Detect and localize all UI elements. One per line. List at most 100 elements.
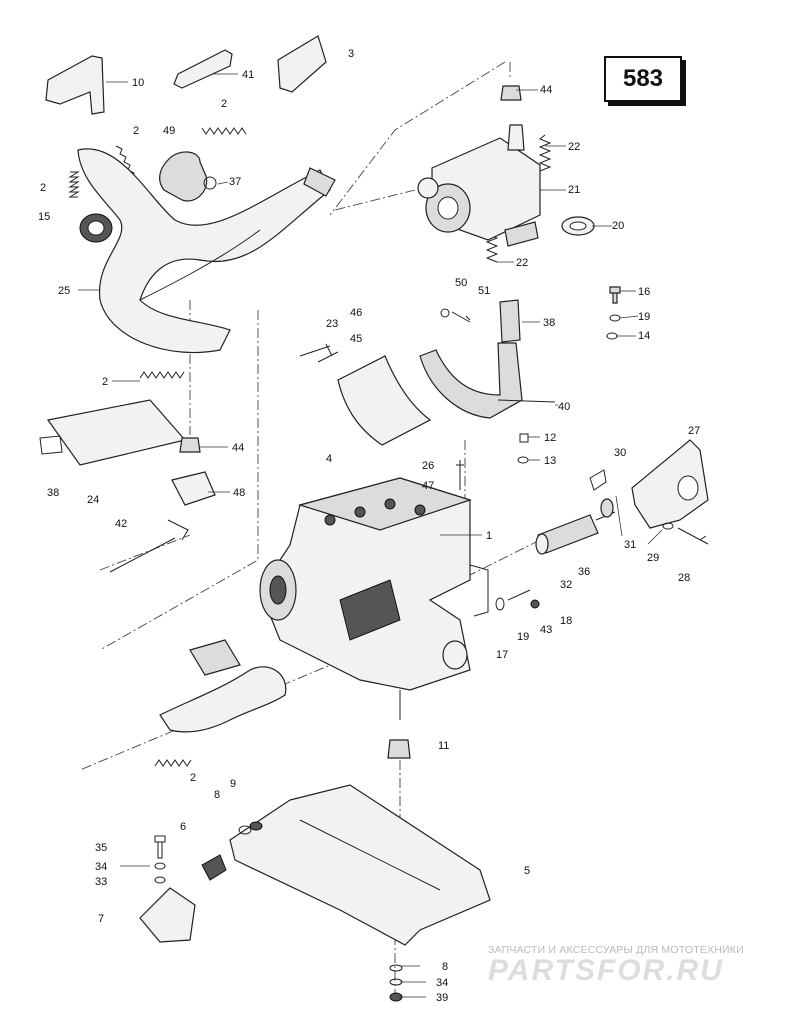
callout-22: 22: [568, 141, 580, 153]
callout-25: 25: [58, 285, 70, 297]
callout-43: 43: [540, 624, 552, 636]
washer-14: [606, 332, 618, 340]
washer-34: [154, 862, 166, 870]
callout-14: 14: [638, 330, 650, 342]
tuned-pipe-25: [77, 148, 331, 354]
clip-23: [299, 343, 339, 363]
nut-19: [609, 314, 621, 322]
stud-42: [109, 537, 176, 573]
grommet-44-top: [500, 85, 522, 101]
rubber-mount-6: [201, 854, 227, 881]
callout-48: 48: [233, 487, 245, 499]
callout-34: 34: [95, 861, 107, 873]
washer-50: [440, 308, 450, 318]
bracket-48: [171, 471, 216, 506]
grommet-11: [387, 739, 411, 759]
callout-42: 42: [115, 518, 127, 530]
watermark-logo: PARTSFOR.RU: [488, 954, 724, 987]
callout-23: 23: [326, 318, 338, 330]
bolt-26: [456, 460, 464, 490]
callout-32: 32: [560, 579, 572, 591]
callout-4: 4: [326, 453, 332, 465]
pipe-outlet: [303, 167, 336, 197]
callout-2: 2: [221, 98, 227, 110]
callout-15: 15: [38, 211, 50, 223]
callout-6: 6: [180, 821, 186, 833]
washer-8b: [389, 964, 403, 972]
callout-38: 38: [47, 487, 59, 499]
callout-29: 29: [647, 552, 659, 564]
callout-19: 19: [517, 631, 529, 643]
bolt-12: [519, 433, 529, 443]
callout-2: 2: [133, 125, 139, 137]
rubber-sleeve-49: [159, 151, 208, 202]
callout-2: 2: [40, 182, 46, 194]
callout-44: 44: [540, 84, 552, 96]
clamp-37: [203, 176, 217, 190]
callout-44: 44: [232, 442, 244, 454]
callout-24: 24: [87, 494, 99, 506]
callout-51: 51: [478, 285, 490, 297]
bolt-43: [507, 589, 531, 601]
callout-2: 2: [190, 772, 196, 784]
engine-support-5: [229, 784, 491, 946]
callout-38: 38: [543, 317, 555, 329]
gasket-15: [79, 213, 113, 243]
bolt-16: [609, 286, 621, 304]
bolt-35: [154, 835, 166, 859]
nut-18: [530, 599, 540, 609]
callout-7: 7: [98, 913, 104, 925]
callout-39: 39: [436, 992, 448, 1004]
callout-11: 11: [438, 740, 449, 752]
callout-8: 8: [214, 789, 220, 801]
callout-36: 36: [578, 566, 590, 578]
callout-37: 37: [229, 176, 241, 188]
callout-31: 31: [624, 539, 636, 551]
callout-28: 28: [678, 572, 690, 584]
callout-16: 16: [638, 286, 650, 298]
washer-29: [662, 522, 674, 530]
callout-22: 22: [516, 257, 528, 269]
callout-10: 10: [132, 77, 144, 89]
exhaust-manifold: [159, 666, 287, 733]
callout-5: 5: [524, 865, 530, 877]
leader-lines: [78, 73, 663, 998]
bolt-28: [677, 527, 709, 545]
callout-30: 30: [614, 447, 626, 459]
callout-21: 21: [568, 184, 580, 196]
engine-1: [259, 477, 472, 720]
callout-12: 12: [544, 432, 556, 444]
heat-shield-41: [173, 49, 233, 89]
heat-shield-3: [277, 35, 327, 93]
callout-34: 34: [436, 977, 448, 989]
callout-41: 41: [242, 69, 254, 81]
callout-8: 8: [442, 961, 448, 973]
bracket-7: [139, 887, 196, 943]
bracket-17: [469, 564, 489, 617]
callout-35: 35: [95, 842, 107, 854]
page-number: 583: [622, 65, 664, 92]
callout-18: 18: [560, 615, 572, 627]
callout-46: 46: [350, 307, 362, 319]
bracket-40: [419, 342, 523, 419]
nut-13: [517, 456, 529, 464]
page-number-box: 583: [604, 56, 682, 102]
heat-shield-4: [337, 355, 432, 446]
callout-26: 26: [422, 460, 434, 472]
callout-47: 47: [422, 480, 434, 492]
muffler-21: [417, 124, 541, 241]
callout-20: 20: [612, 220, 624, 232]
callout-33: 33: [95, 876, 107, 888]
svg-text:PARTSFOR.RU: PARTSFOR.RU: [488, 954, 724, 987]
outlet-20: [504, 216, 595, 247]
callout-40: 40: [558, 401, 570, 413]
washer-8: [238, 825, 252, 835]
callout-9: 9: [230, 778, 236, 790]
callout-19: 19: [638, 311, 650, 323]
engine-bracket-27: [631, 439, 709, 529]
bolt-51: [451, 311, 471, 323]
callout-1: 1: [486, 530, 492, 542]
callout-labels: 10 41 3 44 2 49 2 37 2 15 22 21 20 22 25…: [38, 48, 700, 1004]
nut-9: [249, 821, 263, 831]
